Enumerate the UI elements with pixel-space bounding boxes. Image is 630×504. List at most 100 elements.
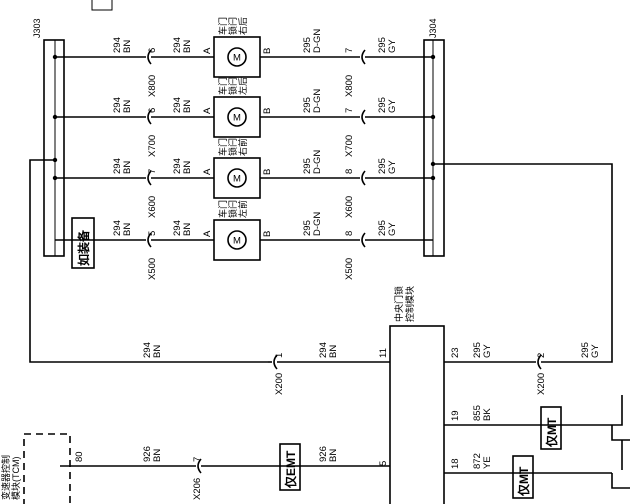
wire-code: 295: [302, 97, 313, 113]
connector-label: X800: [344, 75, 355, 97]
wire-code: 295: [377, 220, 388, 236]
wire-code: 294: [112, 220, 123, 236]
wire-code: 294: [172, 220, 183, 236]
connector-label: X700: [344, 135, 355, 157]
top-fragment-box: [91, 0, 113, 11]
left-feed-wire: [29, 54, 268, 363]
wire-code: 295: [377, 37, 388, 53]
connector-pin: 6: [147, 48, 158, 53]
x200-left-wire-out-code: 294: [318, 342, 329, 358]
motor-name-part: 锁闩: [227, 17, 238, 35]
pin-b-label: B: [262, 48, 273, 54]
wire-color: BN: [122, 223, 133, 236]
emt-option-box: [279, 443, 301, 491]
tcm-name-line1: 变速器控制: [0, 455, 11, 500]
wire-855-code: 855: [472, 405, 483, 421]
pin-b-label: B: [262, 231, 273, 237]
wire-color: D-GN: [312, 89, 323, 113]
wire-color: BN: [122, 100, 133, 113]
wire-872-code: 872: [472, 453, 483, 469]
tcm-pin-80: 80: [74, 451, 85, 462]
motor-name-part: 左前: [237, 200, 248, 218]
wire-color: BN: [182, 223, 193, 236]
wire-code: 294: [112, 97, 123, 113]
wire-code: 294: [172, 37, 183, 53]
wire-code: 294: [112, 158, 123, 174]
module-pin-11: 11: [378, 348, 389, 358]
mt-option-box-2: [512, 455, 534, 499]
motor-symbol: M: [233, 174, 241, 185]
optional-equipment-tag: 如装备: [71, 217, 95, 269]
module-pin-19: 19: [450, 410, 461, 421]
x200-right-wire-out-code: 295: [580, 342, 591, 358]
connector-pin: 8: [344, 169, 355, 174]
x200-right-wire-out-color: GY: [590, 344, 601, 358]
wire-color: D-GN: [312, 212, 323, 236]
connector-pin: 5: [147, 231, 158, 236]
wire-color: GY: [387, 99, 398, 113]
wire-code: 295: [377, 158, 388, 174]
emt-option-label: 仅EMT: [283, 450, 298, 489]
wire-color: BN: [122, 161, 133, 174]
wire-926-left-code: 926: [142, 446, 153, 462]
motor-name-part: 锁闩: [227, 77, 238, 95]
wire-926-right-code: 926: [318, 446, 329, 462]
connector-pin: 6: [147, 108, 158, 113]
motor-symbol: M: [233, 113, 241, 124]
wire-color: GY: [387, 222, 398, 236]
motor-name-part: 车门: [217, 17, 228, 35]
wire-color: BN: [182, 40, 193, 53]
motor-icon: [227, 107, 247, 127]
wire-926-right-color: BN: [328, 449, 339, 462]
wire-code: 295: [377, 97, 388, 113]
motor-name-part: 车门: [217, 200, 228, 218]
wire-926-left-color: BN: [152, 449, 163, 462]
wire-color: GY: [387, 39, 398, 53]
connector-pin: 8: [344, 231, 355, 236]
motor-icon: [227, 230, 247, 250]
connector-label: X600: [147, 196, 158, 218]
module-name-line1: 中央门锁: [393, 286, 404, 322]
connector-pin: 7: [147, 169, 158, 174]
motor-name-part: 右后: [237, 17, 248, 35]
lower-right-wires: 855 BK 872 YE 仅MT 仅MT: [444, 395, 630, 499]
splice-j303: J303: [32, 18, 65, 257]
module-pin-18: 18: [450, 458, 461, 469]
x200-right-wire-in-color: GY: [482, 344, 493, 358]
tcm-module: 变速器控制 模块(TCM) 80: [0, 433, 85, 504]
wire-code: 295: [302, 220, 313, 236]
wire-color: BN: [182, 161, 193, 174]
x200-left-pin: 1: [274, 353, 285, 358]
central-lock-module: 中央门锁 控制模块 11 23 19 18 5: [378, 286, 461, 504]
module-name-line2: 控制模块: [404, 286, 415, 322]
wire-code: 294: [112, 37, 123, 53]
x206-pin: 7: [192, 457, 203, 462]
x206-label: X206: [192, 478, 203, 500]
wire-color: D-GN: [312, 29, 323, 53]
connector-label: X800: [147, 75, 158, 97]
splice-j304: J304: [423, 18, 445, 257]
wire-code: 294: [172, 97, 183, 113]
x200-right-label: X200: [536, 373, 547, 395]
motor-symbol: M: [233, 53, 241, 64]
mt-option-label-2: 仅MT: [516, 466, 531, 497]
module-pin-23: 23: [450, 347, 461, 358]
tcm-name-line2: 模块(TCM): [10, 457, 21, 501]
pin-b-label: B: [262, 169, 273, 175]
connector-label: X700: [147, 135, 158, 157]
wire-color: BN: [122, 40, 133, 53]
wire-872-color: YE: [482, 456, 493, 469]
pin-a-label: A: [202, 168, 213, 175]
wire-color: BN: [182, 100, 193, 113]
wire-855-color: BK: [482, 408, 493, 421]
motor-name-part: 锁闩: [227, 200, 238, 218]
x200-right-wire-in-code: 295: [472, 342, 483, 358]
connector-label: X600: [344, 196, 355, 218]
pin-b-label: B: [262, 108, 273, 114]
motor-name-part: 车门: [217, 138, 228, 156]
